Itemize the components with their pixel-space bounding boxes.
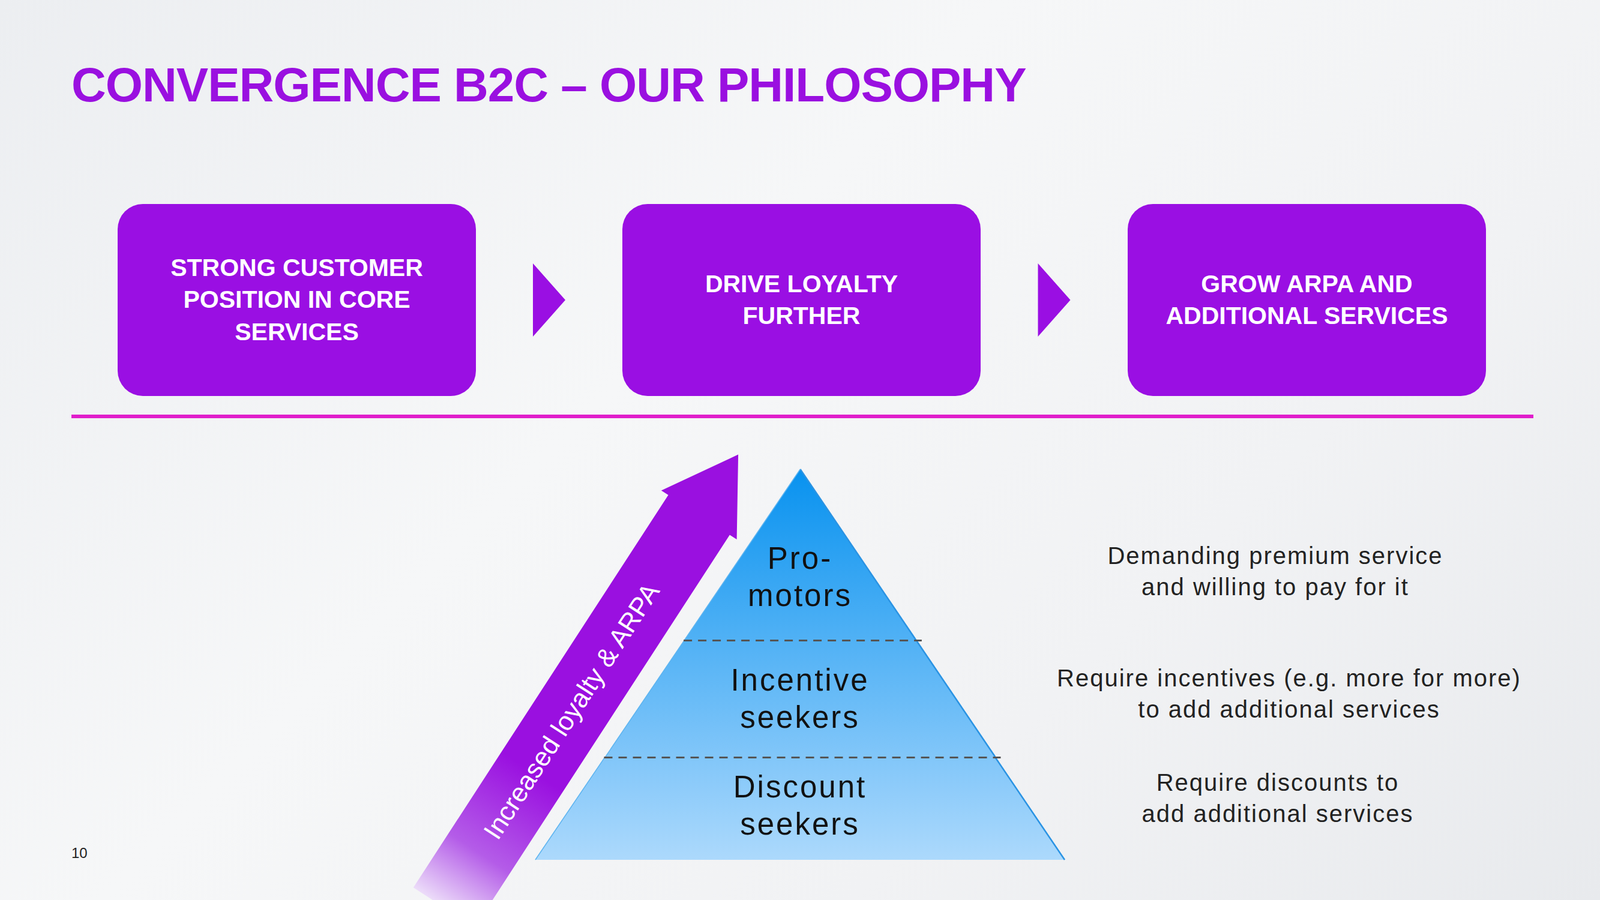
node-text: DRIVE LOYALTY FURTHER — [703, 268, 900, 333]
pyramid-band: Pro- motors — [684, 469, 916, 640]
dashed-divider — [604, 756, 1002, 759]
band-edge — [535, 756, 606, 861]
dashed-divider — [683, 639, 922, 642]
node-text: Pro- motors — [746, 540, 854, 615]
segment-note: Demanding premium service and willing to… — [1106, 540, 1445, 603]
segment-note: Require discounts to add additional serv… — [1140, 766, 1416, 830]
divider-line — [71, 414, 1534, 419]
stage-box: STRONG CUSTOMER POSITION IN CORE SERVICE… — [117, 204, 476, 397]
stage-box: DRIVE LOYALTY FURTHER — [622, 204, 981, 397]
flow-chevron — [980, 263, 1128, 337]
band-edge — [915, 639, 995, 757]
chevron-head — [1038, 263, 1071, 337]
band-shape — [605, 639, 996, 757]
pyramid-band: Incentive seekers — [605, 639, 996, 757]
flow-chevron — [475, 263, 623, 337]
node-text: GROW ARPA AND ADDITIONAL SERVICES — [1164, 268, 1450, 333]
chevron-head — [532, 263, 566, 337]
band-edge — [994, 756, 1065, 861]
stage-box: GROW ARPA AND ADDITIONAL SERVICES — [1127, 204, 1486, 397]
node-text: STRONG CUSTOMER POSITION IN CORE SERVICE… — [169, 252, 425, 349]
segment-note: Require incentives (e.g. more for more) … — [1055, 662, 1523, 725]
node-text: Incentive seekers — [729, 661, 871, 737]
band-fill — [535, 756, 1065, 861]
pyramid-band: Discount seekers — [535, 756, 1065, 861]
page-number: 10 — [71, 845, 88, 862]
band-edge — [605, 639, 685, 757]
band-fill — [684, 469, 916, 640]
slide-title: CONVERGENCE B2C – OUR PHILOSOPHY — [71, 57, 1027, 113]
band-fill — [605, 639, 996, 757]
node-text: Discount seekers — [732, 768, 869, 844]
